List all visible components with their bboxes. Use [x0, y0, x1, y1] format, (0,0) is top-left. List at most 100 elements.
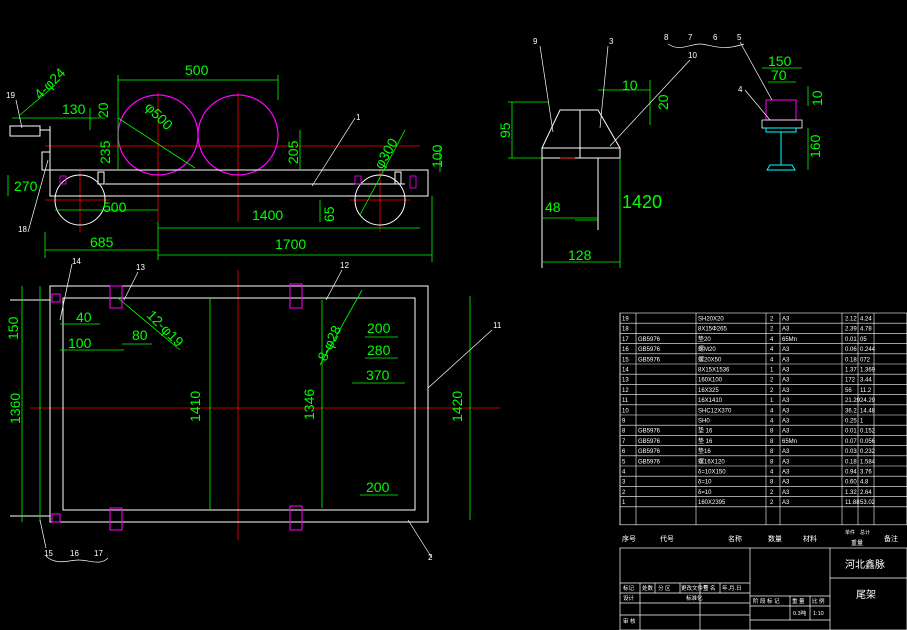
bom-cell-mat: 65Mn	[782, 439, 797, 445]
bom-cell-name: 螺20X50	[698, 355, 722, 363]
dim-side-20: 20	[655, 94, 671, 110]
bom-cell-no: 11	[622, 398, 629, 404]
bom-cell-w1: 2.12	[845, 317, 857, 323]
bom-cell-w2: 1	[860, 419, 864, 425]
plan-balloon-16: 16	[70, 549, 79, 558]
bom-cell-no: 16	[622, 347, 629, 353]
bom-cell-mat: A3	[782, 429, 790, 435]
bom-cell-w1: 0.18	[845, 357, 857, 363]
bom-cell-mat: A3	[782, 317, 790, 323]
bom-cell-w2: 0.056	[860, 439, 876, 445]
bom-cell-code: GB5976	[638, 449, 661, 455]
tb-standard: 标准化	[686, 594, 703, 602]
dim-205: 205	[285, 140, 301, 164]
bom-cell-w1: 0.60	[845, 480, 857, 486]
dim-100: 100	[429, 144, 445, 168]
bom-header-mat: 材料	[803, 534, 817, 543]
bom-header-qty: 数量	[768, 534, 782, 543]
side-balloon-9: 9	[533, 37, 538, 46]
bom-cell-name: SHC12X370	[698, 408, 732, 414]
bom-cell-qty: 8	[770, 480, 774, 486]
bom-cell-qty: 4	[770, 470, 774, 476]
detail-view: 150 70 10 160 8 7 6 5 4	[664, 33, 825, 171]
dim-235: 235	[97, 140, 113, 164]
bom-cell-name: 垫 16	[698, 437, 713, 445]
detail-dim-160: 160	[807, 134, 823, 158]
bom-cell-code: GB5976	[638, 347, 661, 353]
detail-dim-70: 70	[771, 67, 787, 83]
bom-header-single: 单件	[845, 529, 855, 536]
tb-check: 审 核	[623, 617, 636, 625]
bom-cell-code: GB5976	[638, 459, 661, 465]
bom-cell-w2: 1.584	[860, 459, 876, 465]
bom-cell-w2: 3.76	[860, 470, 872, 476]
dim-65: 65	[321, 206, 337, 222]
bom-cell-w2: 14.48	[860, 408, 876, 414]
bom-cell-w1: 36.2	[845, 408, 857, 414]
bom-cell-name: 8X15X1536	[698, 368, 730, 374]
plan-dim-200-b: 200	[366, 479, 390, 495]
detail-balloon-8: 8	[664, 33, 669, 42]
bom-cell-name: 螺M20	[698, 345, 716, 353]
bom-cell-w2: 11.2	[860, 388, 872, 394]
bom-cell-w2: 4.24	[860, 317, 872, 323]
bom-cell-no: 6	[622, 449, 626, 455]
bom-cell-w2: 05	[860, 337, 867, 343]
bom-cell-no: 7	[622, 439, 626, 445]
wheel-right	[354, 174, 406, 226]
bom-cell-mat: A3	[782, 398, 790, 404]
bom-header-no: 序号	[622, 534, 636, 543]
rail-section	[765, 127, 797, 171]
bom-cell-w1: 0.25	[845, 419, 857, 425]
dim-20: 20	[95, 102, 111, 118]
bom-cell-mat: A3	[782, 327, 790, 333]
bom-cell-mat: A3	[782, 347, 790, 353]
title-block: 河北鑫脉 尾架 标记 处数 分 区 更改文件号 签 名 年.月.日 设计 标准化…	[619, 547, 907, 630]
bom-cell-qty: 2	[770, 317, 774, 323]
bom-cell-no: 13	[622, 378, 629, 384]
plan-dim-1420: 1420	[449, 391, 465, 422]
bom-cell-no: 4	[622, 470, 626, 476]
plan-balloon-15: 15	[44, 549, 53, 558]
balloon-19: 19	[6, 91, 15, 100]
plan-balloon-2: 2	[428, 553, 433, 562]
dim-side-1420: 1420	[622, 192, 662, 212]
title-company: 河北鑫脉	[845, 558, 885, 571]
bom-cell-qty: 8	[770, 449, 774, 455]
bom-cell-mat: A3	[782, 419, 790, 425]
bom-cell-no: 14	[622, 368, 629, 374]
detail-balloon-4: 4	[738, 85, 743, 94]
bom-cell-w1: 0.01	[845, 337, 857, 343]
bom-header-total: 总计	[860, 529, 870, 536]
bom-cell-no: 3	[622, 480, 626, 486]
bom-cell-qty: 4	[770, 337, 774, 343]
detail-balloon-7: 7	[688, 33, 693, 42]
plan-balloon-17: 17	[94, 549, 103, 558]
bom-cell-name: 垫16	[698, 447, 711, 455]
bom-cell-qty: 4	[770, 357, 774, 363]
side-balloon-3: 3	[609, 37, 614, 46]
bom-cell-mat: A3	[782, 368, 790, 374]
dim-1700: 1700	[275, 236, 306, 252]
bom-cell-name: 16X325	[698, 388, 719, 394]
bom-cell-mat: A3	[782, 357, 790, 363]
bom-cell-no: 8	[622, 429, 626, 435]
bom-cell-w1: 0.06	[845, 347, 857, 353]
bom-cell-qty: 8	[770, 439, 774, 445]
bom-header-code: 代号	[660, 534, 674, 543]
bom-cell-name: 螺16X120	[698, 457, 725, 465]
bom-cell-name: 8X15Φ265	[698, 327, 727, 333]
dim-500-top: 500	[185, 62, 209, 78]
bom-cell-w2: 4.78	[860, 327, 872, 333]
dim-side-128: 128	[568, 247, 592, 263]
bom-cell-w2: 0.244	[860, 347, 876, 353]
dim-500-bottom: 500	[103, 199, 127, 215]
tb-count: 处数	[642, 584, 654, 592]
bom-cell-no: 17	[622, 337, 629, 343]
bom-cell-mat: A3	[782, 449, 790, 455]
bom-cell-w1: 0.01	[845, 429, 857, 435]
bom-cell-name: 垫20	[698, 335, 711, 343]
bom-cell-name: 16X1410	[698, 398, 723, 404]
plan-dim-100: 100	[68, 335, 92, 351]
